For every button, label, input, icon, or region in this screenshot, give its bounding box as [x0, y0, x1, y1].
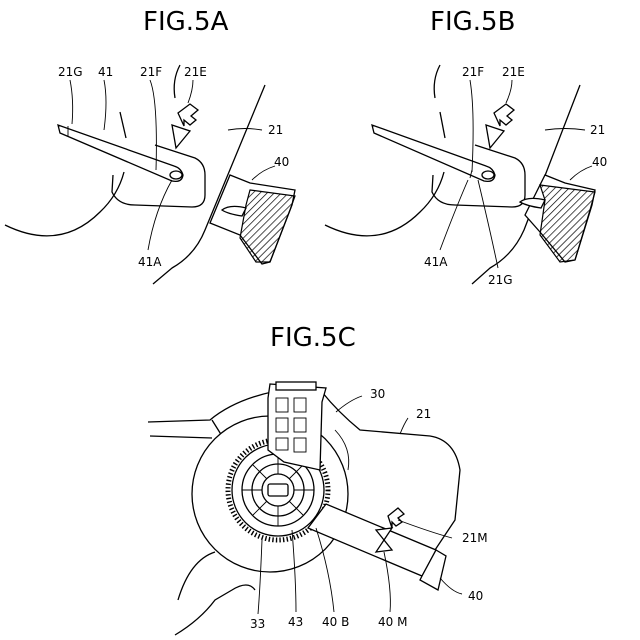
lever-tip-41a	[170, 171, 182, 179]
marker-21m-symbol	[388, 508, 404, 528]
lever-41	[372, 125, 495, 181]
leader-40	[570, 166, 592, 180]
label-40m: 40 M	[378, 615, 407, 629]
housing-upper-curve	[434, 65, 440, 98]
label-21e: 21E	[502, 65, 525, 79]
left-arc	[325, 172, 444, 236]
label-41a: 41A	[424, 255, 448, 269]
figure-5c: FIG.5C	[148, 323, 488, 635]
housing-lower-curve	[175, 585, 255, 635]
component-40-tab	[520, 198, 545, 208]
leader-21g	[70, 80, 73, 124]
marker-21f-triangle	[486, 125, 504, 148]
leader-40	[252, 166, 275, 180]
lever-tip	[482, 171, 494, 179]
label-33: 33	[250, 617, 265, 631]
leader-21e	[506, 80, 512, 103]
leader-41	[104, 80, 106, 130]
leader-41a	[440, 180, 468, 250]
label-40: 40	[274, 155, 289, 169]
label-21: 21	[590, 123, 605, 137]
label-43: 43	[288, 615, 303, 629]
lever-41	[58, 125, 183, 181]
label-21g: 21G	[488, 273, 513, 287]
figure-5a: FIG.5A 21G 41 21F 21E 21	[5, 7, 295, 284]
leader-41a	[148, 180, 172, 250]
leader-21f	[150, 80, 156, 170]
leader-21	[400, 418, 408, 434]
label-40: 40	[468, 589, 483, 603]
label-21e: 21E	[184, 65, 207, 79]
leader-21f	[470, 80, 473, 172]
figure-5b-title: FIG.5B	[430, 7, 515, 37]
label-21f: 21F	[140, 65, 162, 79]
label-40: 40	[592, 155, 607, 169]
housing-upper-curve	[174, 65, 180, 98]
grid-arm	[268, 384, 326, 470]
label-21f: 21F	[462, 65, 484, 79]
left-arc	[5, 172, 124, 236]
marker-21f-triangle	[172, 125, 190, 148]
leader-21e	[188, 80, 193, 103]
figure-5a-title: FIG.5A	[143, 7, 229, 37]
label-40b: 40 B	[322, 615, 349, 629]
label-41: 41	[98, 65, 113, 79]
leader-30	[336, 396, 362, 412]
grid-arm-cap	[276, 382, 316, 390]
label-21g: 21G	[58, 65, 83, 79]
label-21: 21	[268, 123, 283, 137]
label-41a: 41A	[138, 255, 162, 269]
label-21m: 21M	[462, 531, 488, 545]
leader-21g	[478, 180, 498, 268]
marker-21e-symbol	[178, 104, 198, 126]
wheel-33-hub	[268, 484, 288, 496]
leader-21m	[398, 520, 452, 538]
marker-21e-symbol	[494, 104, 514, 126]
figure-5c-title: FIG.5C	[270, 323, 356, 353]
figure-5b: FIG.5B 21F 21E 21 40 41A 21G	[325, 7, 607, 287]
leader-40	[440, 578, 462, 594]
leader-21	[545, 129, 585, 131]
label-21: 21	[416, 407, 431, 421]
component-40-hatched	[240, 190, 295, 262]
label-30: 30	[370, 387, 385, 401]
leader-21	[228, 129, 262, 131]
